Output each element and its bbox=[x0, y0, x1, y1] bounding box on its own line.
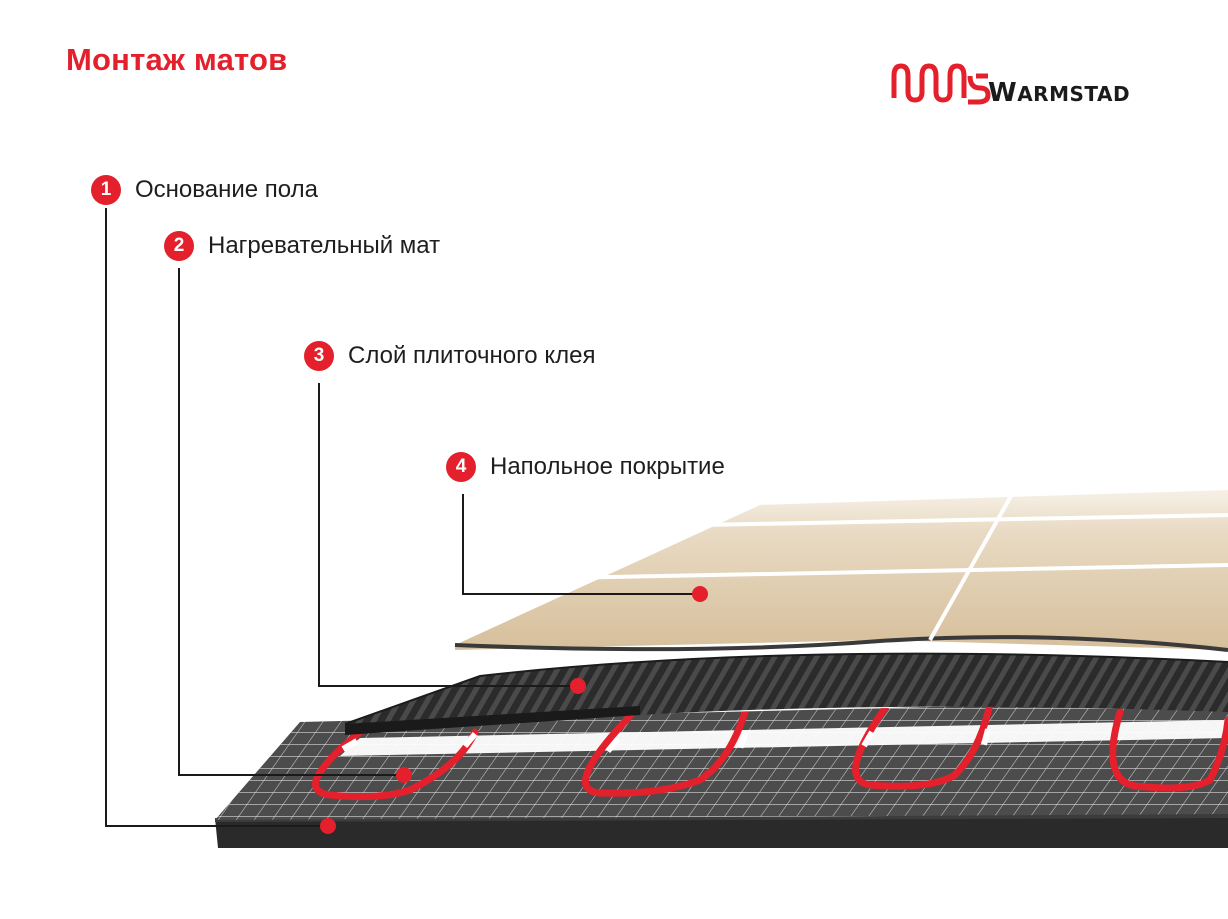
brand-name: WARMSTAD bbox=[988, 78, 1131, 108]
callout-dot-4 bbox=[692, 586, 708, 602]
page-title: Монтаж матов bbox=[66, 42, 288, 77]
mat-tape bbox=[340, 720, 1228, 756]
warmstad-logo bbox=[891, 63, 991, 105]
callout-dot-2 bbox=[396, 767, 412, 783]
heating-cable bbox=[312, 700, 1228, 801]
callout-lines bbox=[105, 208, 700, 827]
layer-label-1: 1 Основание пола bbox=[91, 175, 318, 205]
cable-markers bbox=[341, 728, 991, 754]
number-badge-2: 2 bbox=[164, 231, 194, 261]
layer-label-3: 3 Слой плиточного клея bbox=[304, 341, 595, 371]
number-badge-4: 4 bbox=[446, 452, 476, 482]
callout-dot-3 bbox=[570, 678, 586, 694]
callout-dot-1 bbox=[320, 818, 336, 834]
layer-label-4: 4 Напольное покрытие bbox=[446, 452, 725, 482]
layer-label-text-3: Слой плиточного клея bbox=[348, 342, 596, 369]
layer-label-text-1: Основание пола bbox=[135, 176, 318, 203]
layer-label-text-2: Нагревательный мат bbox=[208, 232, 441, 259]
layer-label-text-4: Напольное покрытие bbox=[490, 453, 725, 480]
number-badge-3: 3 bbox=[304, 341, 334, 371]
number-badge-1: 1 bbox=[91, 175, 121, 205]
layer-label-2: 2 Нагревательный мат bbox=[164, 231, 440, 261]
